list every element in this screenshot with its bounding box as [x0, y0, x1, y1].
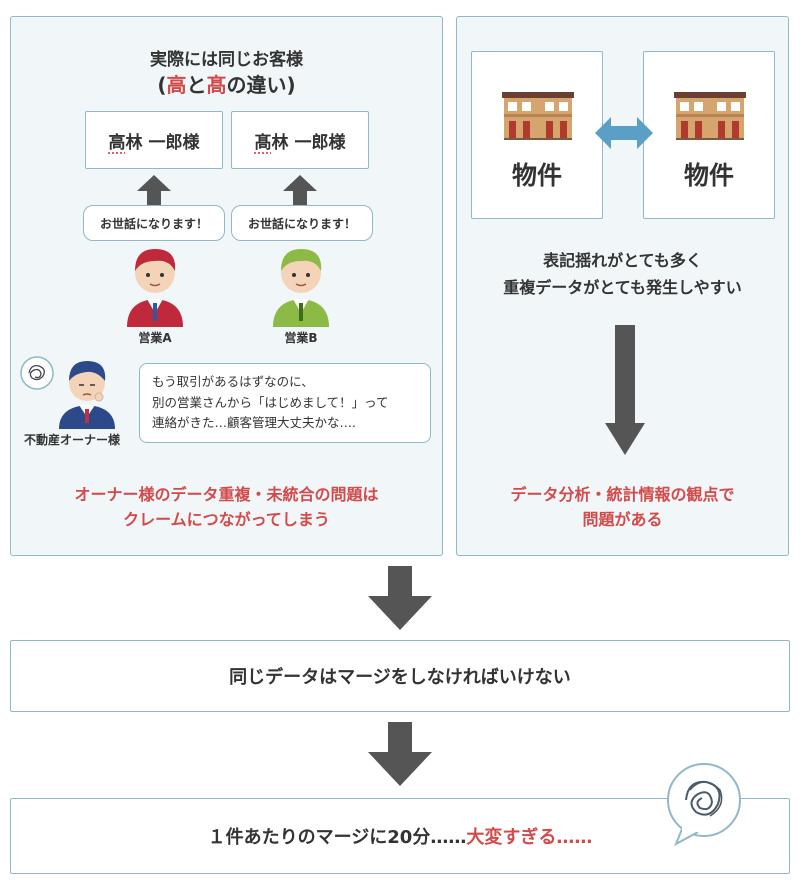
speech-bubble-a: お世話になります！: [83, 205, 225, 241]
sales-person-a-icon: [127, 249, 183, 327]
apartment-building-icon: [674, 92, 746, 140]
double-arrow-icon: [595, 117, 653, 149]
up-arrow-a: [137, 175, 171, 205]
left-heading-line2: (高と髙の違い): [157, 73, 296, 97]
merge-required-box: 同じデータはマージをしなければいけない: [10, 640, 790, 712]
apartment-building-icon: [502, 92, 574, 140]
property-card-a: 物件: [471, 51, 603, 219]
left-heading-line1: 実際には同じお客様: [150, 50, 303, 70]
owner-person-icon: [59, 361, 115, 429]
owner-line2: 別の営業さんから「はじめまして！」って: [152, 394, 389, 410]
right-description: 表記揺れがとても多く 重複データがとても発生しやすい: [503, 251, 742, 298]
final-plain-text: １件あたりのマージに20分……: [207, 827, 467, 848]
left-panel: 実際には同じお客様 (高と髙の違い) 高林 一郎様 髙林 一郎様 お世話になりま…: [10, 16, 443, 556]
property-a-label: 物件: [511, 161, 562, 190]
down-arrow-long: [605, 325, 645, 455]
owner-label: 不動産オーナー様: [23, 433, 120, 447]
final-box: １件あたりのマージに20分……大変すぎる……: [10, 798, 790, 874]
confused-thought-bubble-icon: [667, 763, 741, 846]
left-problem-text: オーナー様のデータ重複・未統合の問題は クレームにつながってしまう: [74, 485, 379, 529]
owner-line1: もう取引があるはずなのに、: [152, 374, 314, 389]
name-box-a: 高林 一郎様: [85, 111, 223, 169]
speech-bubble-b: お世話になります！: [231, 205, 373, 241]
person-b-label: 営業B: [284, 331, 318, 345]
name-box-b: 髙林 一郎様: [231, 111, 369, 169]
owner-speech-bubble: もう取引があるはずなのに、 別の営業さんから「はじめまして！」って 連絡がきた……: [139, 363, 431, 443]
property-b-label: 物件: [683, 161, 734, 190]
down-arrow-1: [368, 566, 432, 630]
sales-person-b-icon: [273, 249, 329, 327]
owner-line3: 連絡がきた…顧客管理大丈夫かな….: [152, 415, 356, 431]
down-arrow-2: [368, 722, 432, 786]
up-arrow-b: [283, 175, 317, 205]
final-red-text: 大変すぎる……: [466, 827, 593, 848]
person-a-label: 営業A: [138, 331, 172, 345]
right-problem-text: データ分析・統計情報の観点で 問題がある: [510, 485, 735, 529]
property-card-b: 物件: [643, 51, 775, 219]
right-panel: 物件 物件 表記揺れがとても多く 重複データがとても発生しやすい データ分析・統…: [456, 16, 789, 556]
confused-thought-icon: [20, 356, 54, 390]
